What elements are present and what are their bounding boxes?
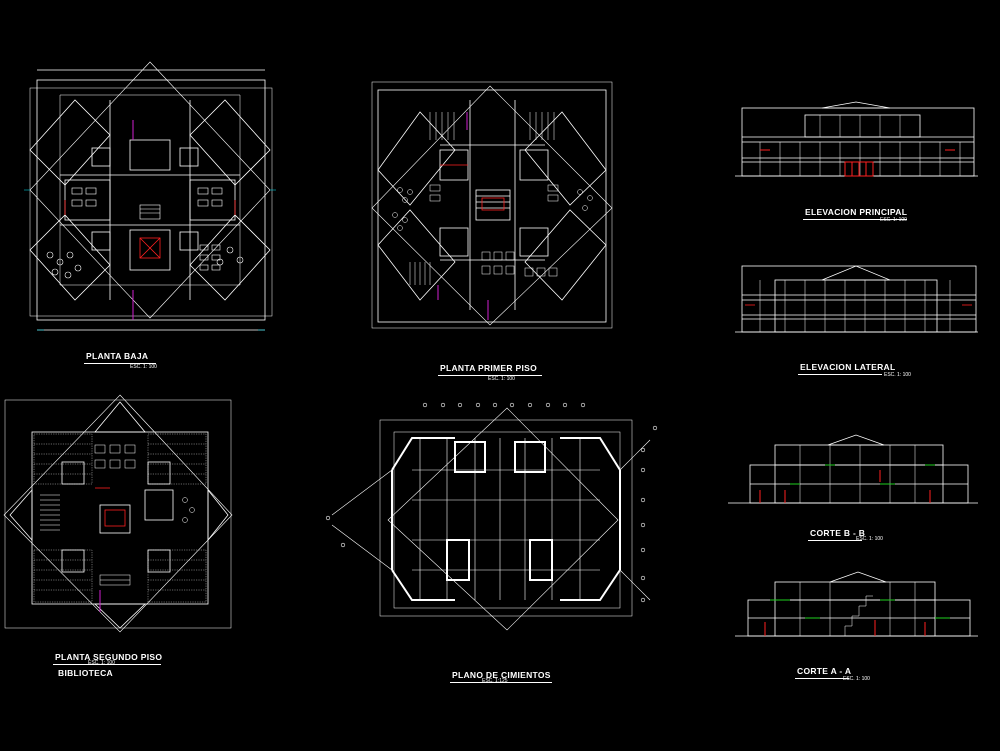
elevacion-principal-drawing xyxy=(735,101,978,177)
elevacion-lateral-title-underline xyxy=(798,374,882,375)
elevacion-lateral-title: ELEVACION LATERAL xyxy=(800,362,896,372)
planta-segundo-piso-title: PLANTA SEGUNDO PISO xyxy=(55,652,163,662)
planta-primer-piso-title: PLANTA PRIMER PISO xyxy=(440,363,538,373)
corte-aa-title-underline xyxy=(795,678,849,679)
elevacion-principal-title: ELEVACION PRINCIPAL xyxy=(805,207,908,217)
corte-bb-title: CORTE B - B xyxy=(810,528,866,538)
elevacion-lateral-drawing xyxy=(735,265,978,333)
planta-baja-drawing xyxy=(24,61,276,331)
corte-aa-scale: ESC. 1: 100 xyxy=(843,676,870,682)
elevacion-lateral-scale: ESC. 1: 100 xyxy=(884,372,911,378)
planta-primer-piso-title-underline xyxy=(438,375,542,376)
planta-primer-piso-scale: ESC. 1: 100 xyxy=(488,376,515,382)
plano-cimientos-scale: ESC. 1:125 xyxy=(482,678,508,684)
planta-segundo-piso-scale: ESC. 1: 100 xyxy=(88,660,115,666)
planta-primer-piso-drawing xyxy=(371,81,613,329)
elevacion-principal-title-underline xyxy=(803,219,907,220)
planta-baja-scale: ESC. 1: 100 xyxy=(130,364,157,370)
plano-cimientos-drawing xyxy=(325,402,658,631)
elevacion-principal-scale: ESC. 1: 100 xyxy=(880,217,907,223)
corte-aa-title: CORTE A - A xyxy=(797,666,852,676)
corte-bb-scale: ESC. 1: 100 xyxy=(856,536,883,542)
corte-aa-drawing xyxy=(735,571,978,637)
planta-baja-title-underline xyxy=(84,363,156,364)
corte-bb-drawing xyxy=(728,434,978,504)
plano-cimientos-title-underline xyxy=(450,682,552,683)
planta-baja-title: PLANTA BAJA xyxy=(86,351,149,361)
planta-segundo-piso-title-underline xyxy=(53,664,161,665)
biblioteca-label: BIBLIOTECA xyxy=(58,668,113,678)
plano-cimientos-title: PLANO DE CIMIENTOS xyxy=(452,670,551,680)
planta-segundo-piso-drawing xyxy=(3,394,233,633)
corte-bb-title-underline xyxy=(808,540,862,541)
